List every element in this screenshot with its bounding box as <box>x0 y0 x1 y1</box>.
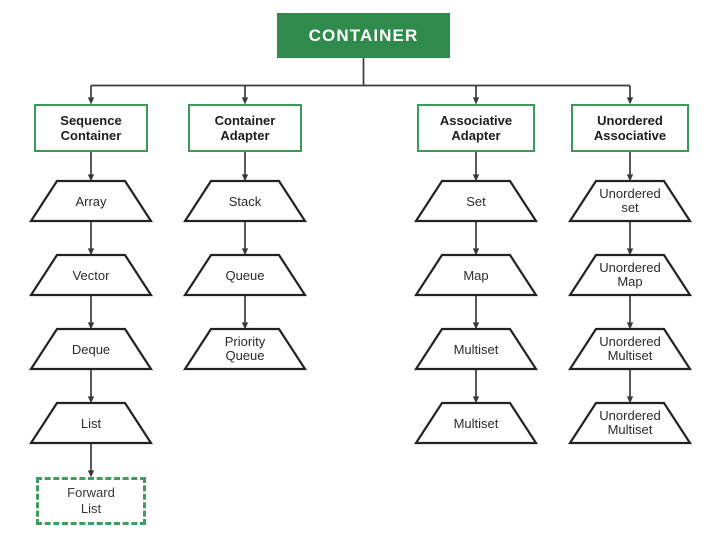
shape-array <box>28 179 154 223</box>
category-box-sequence-container[interactable]: Sequence Container <box>34 104 148 152</box>
category-box-unordered-associative[interactable]: Unordered Associative <box>571 104 689 152</box>
node-forward-list[interactable]: Forward List <box>36 477 146 525</box>
shape-map <box>413 253 539 297</box>
category-label-associative-adapter: Associative Adapter <box>439 112 513 143</box>
shape-unordered-multiset-2 <box>567 401 693 445</box>
shape-list <box>28 401 154 445</box>
shape-set <box>413 179 539 223</box>
shape-deque <box>28 327 154 371</box>
shape-vector <box>28 253 154 297</box>
shape-multiset-2 <box>413 401 539 445</box>
shape-unordered-map <box>567 253 693 297</box>
category-label-container-adapter: Container Adapter <box>214 112 276 143</box>
category-label-sequence-container: Sequence Container <box>60 112 122 143</box>
category-label-unordered-associative: Unordered Associative <box>593 112 667 143</box>
shape-multiset-1 <box>413 327 539 371</box>
root-node-label: CONTAINER <box>308 25 419 45</box>
category-box-associative-adapter[interactable]: Associative Adapter <box>417 104 535 152</box>
shape-queue <box>182 253 308 297</box>
shape-unordered-set <box>567 179 693 223</box>
root-node-container[interactable]: CONTAINER <box>277 13 450 58</box>
shape-unordered-multiset-1 <box>567 327 693 371</box>
shape-stack <box>182 179 308 223</box>
node-label-forward-list: Forward List <box>67 485 115 516</box>
category-box-container-adapter[interactable]: Container Adapter <box>188 104 302 152</box>
shape-priority-queue <box>182 327 308 371</box>
